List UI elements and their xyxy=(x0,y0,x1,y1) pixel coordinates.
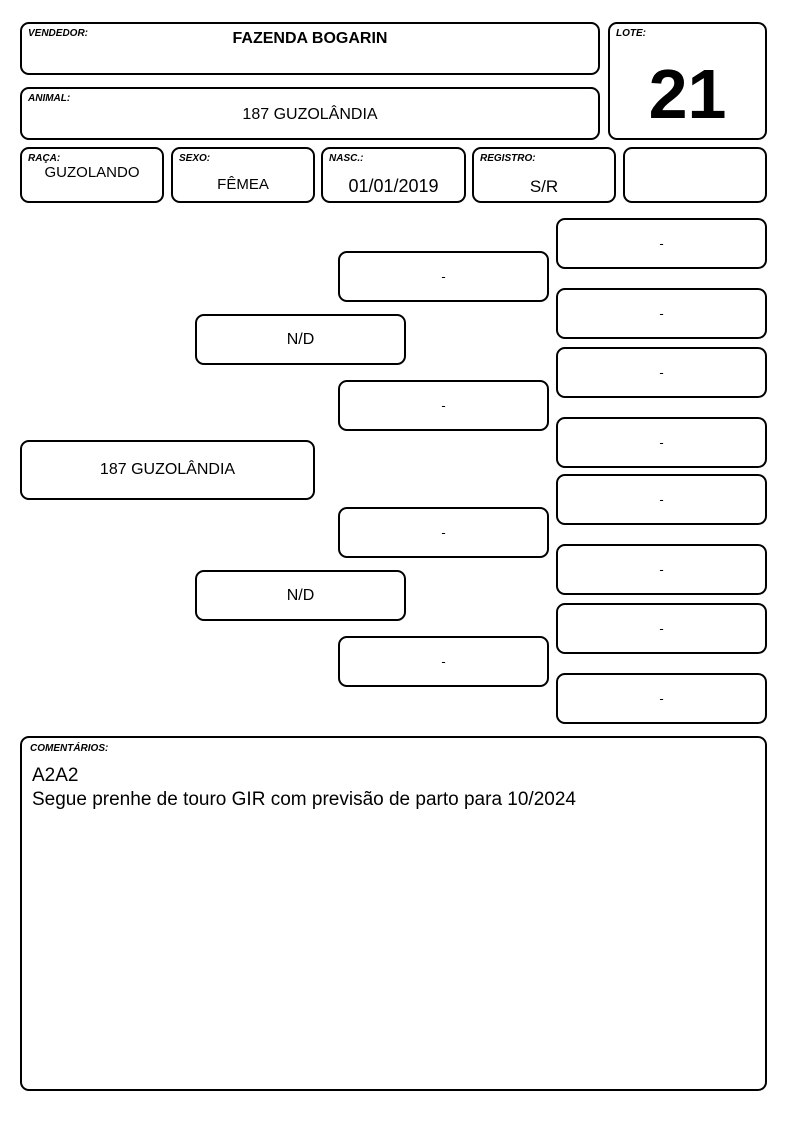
pedigree-grandparent: - xyxy=(338,380,549,431)
lote-box: LOTE: 21 xyxy=(608,22,767,140)
comments-body: A2A2 Segue prenhe de touro GIR com previ… xyxy=(32,764,755,812)
sexo-value: FÊMEA xyxy=(217,176,269,193)
lote-label: LOTE: xyxy=(616,28,646,39)
animal-value: 187 GUZOLÂNDIA xyxy=(242,106,378,123)
pedigree-great-grandparent: - xyxy=(556,347,767,398)
pedigree-great-grandparent: - xyxy=(556,218,767,269)
animal-label: ANIMAL: xyxy=(28,93,71,104)
sexo-label: SEXO: xyxy=(179,153,211,164)
extra-box xyxy=(623,147,767,203)
comments-box: COMENTÁRIOS: A2A2 Segue prenhe de touro … xyxy=(20,736,767,1091)
pedigree-dam: N/D xyxy=(195,570,406,621)
pedigree-grandparent: - xyxy=(338,251,549,302)
sexo-box: SEXO: FÊMEA xyxy=(171,147,315,203)
raca-value: GUZOLANDO xyxy=(44,164,140,181)
nasc-label: NASC.: xyxy=(329,153,364,164)
pedigree-grandparent: - xyxy=(338,636,549,687)
vendedor-label: VENDEDOR: xyxy=(28,28,89,39)
vendedor-box: VENDEDOR: FAZENDA BOGARIN xyxy=(20,22,600,75)
pedigree-great-grandparent: - xyxy=(556,417,767,468)
registro-value: S/R xyxy=(529,177,559,196)
pedigree-grandparent: - xyxy=(338,507,549,558)
nasc-box: NASC.: 01/01/2019 xyxy=(321,147,466,203)
pedigree-great-grandparent: - xyxy=(556,474,767,525)
pedigree-animal: 187 GUZOLÂNDIA xyxy=(20,440,315,500)
pedigree-great-grandparent: - xyxy=(556,288,767,339)
registro-label: REGISTRO: xyxy=(480,153,536,164)
pedigree-great-grandparent: - xyxy=(556,603,767,654)
pedigree-great-grandparent: - xyxy=(556,673,767,724)
comments-label: COMENTÁRIOS: xyxy=(30,743,109,754)
animal-box: ANIMAL: 187 GUZOLÂNDIA xyxy=(20,87,600,140)
lote-value: 21 xyxy=(648,55,727,133)
nasc-value: 01/01/2019 xyxy=(348,176,439,196)
raca-label: RAÇA: xyxy=(28,153,61,164)
vendedor-value: FAZENDA BOGARIN xyxy=(232,30,388,47)
raca-box: RAÇA: GUZOLANDO xyxy=(20,147,164,203)
comment-line: Segue prenhe de touro GIR com previsão d… xyxy=(32,789,576,810)
pedigree-great-grandparent: - xyxy=(556,544,767,595)
pedigree-sire: N/D xyxy=(195,314,406,365)
comment-line: A2A2 xyxy=(32,765,79,786)
registro-box: REGISTRO: S/R xyxy=(472,147,616,203)
